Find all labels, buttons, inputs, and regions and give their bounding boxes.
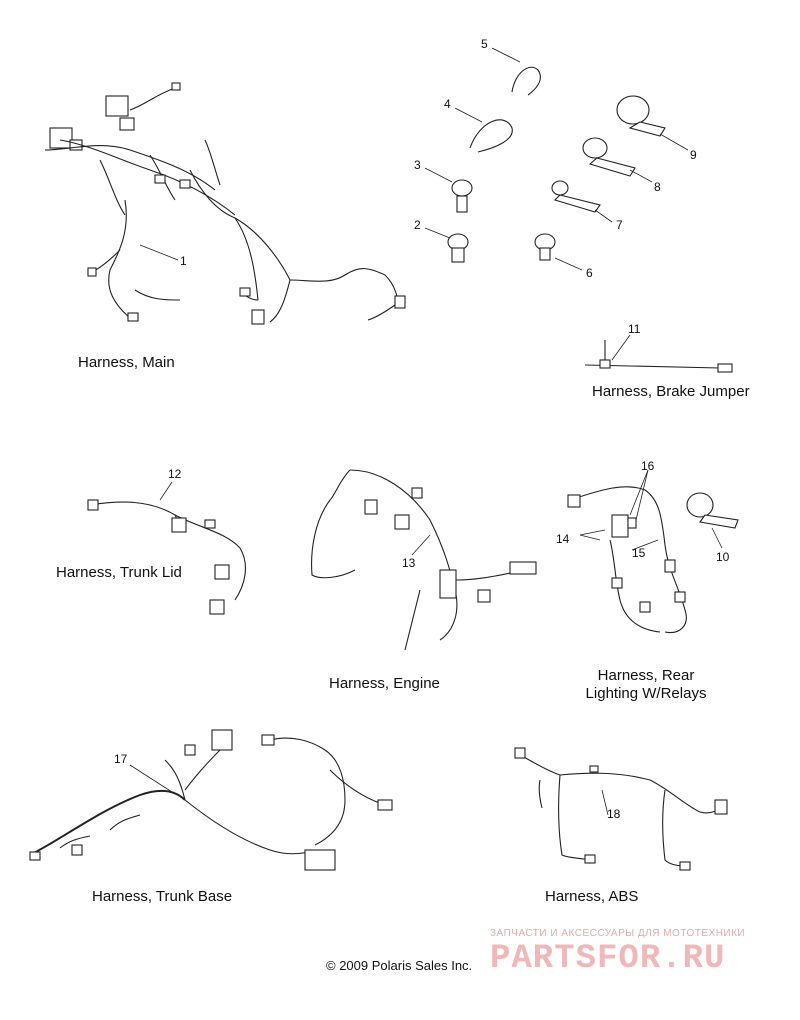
- callout-17: 17: [114, 752, 128, 766]
- callout-16: 16: [641, 459, 655, 473]
- harness-main-drawing: [44, 82, 406, 325]
- callout-4: 4: [444, 97, 451, 111]
- callout-8: 8: [654, 180, 661, 194]
- clips-drawing: [424, 47, 689, 271]
- caption-harness-rear-lighting-line2: Lighting W/Relays: [585, 685, 707, 702]
- callout-3: 3: [414, 158, 421, 172]
- harness-engine-drawing: [311, 469, 537, 651]
- caption-harness-trunk-lid: Harness, Trunk Lid: [56, 564, 182, 581]
- callout-10: 10: [716, 550, 730, 564]
- callout-13: 13: [402, 556, 416, 570]
- callout-12: 12: [168, 467, 182, 481]
- caption-harness-main: Harness, Main: [78, 354, 175, 371]
- callout-1: 1: [180, 254, 187, 268]
- copyright-text: © 2009 Polaris Sales Inc.: [326, 958, 473, 973]
- caption-harness-trunk-base: Harness, Trunk Base: [92, 888, 233, 905]
- callout-9: 9: [690, 148, 697, 162]
- callout-14: 14: [556, 532, 570, 546]
- caption-harness-engine: Harness, Engine: [329, 675, 440, 692]
- caption-harness-abs: Harness, ABS: [545, 888, 639, 905]
- caption-harness-rear-lighting-line1: Harness, Rear: [597, 667, 695, 684]
- harness-trunk-lid-drawing: [87, 481, 246, 615]
- harness-brake-jumper-drawing: [584, 334, 733, 373]
- watermark-brand: PARTSFOR.RU: [490, 940, 726, 978]
- callout-15: 15: [632, 546, 646, 560]
- callout-5: 5: [481, 37, 488, 51]
- callout-6: 6: [586, 266, 593, 280]
- caption-harness-brake-jumper: Harness, Brake Jumper: [592, 383, 750, 400]
- callout-2: 2: [414, 218, 421, 232]
- callout-7: 7: [616, 218, 623, 232]
- harness-rear-lighting-drawing: [567, 469, 739, 634]
- watermark-tagline: ЗАПЧАСТИ И АКСЕССУАРЫ ДЛЯ МОТОТЕХНИКИ: [490, 928, 746, 939]
- callout-18: 18: [607, 807, 621, 821]
- harness-abs-drawing: [514, 747, 728, 871]
- harness-trunk-base-drawing: [29, 729, 393, 871]
- callout-11: 11: [628, 322, 641, 336]
